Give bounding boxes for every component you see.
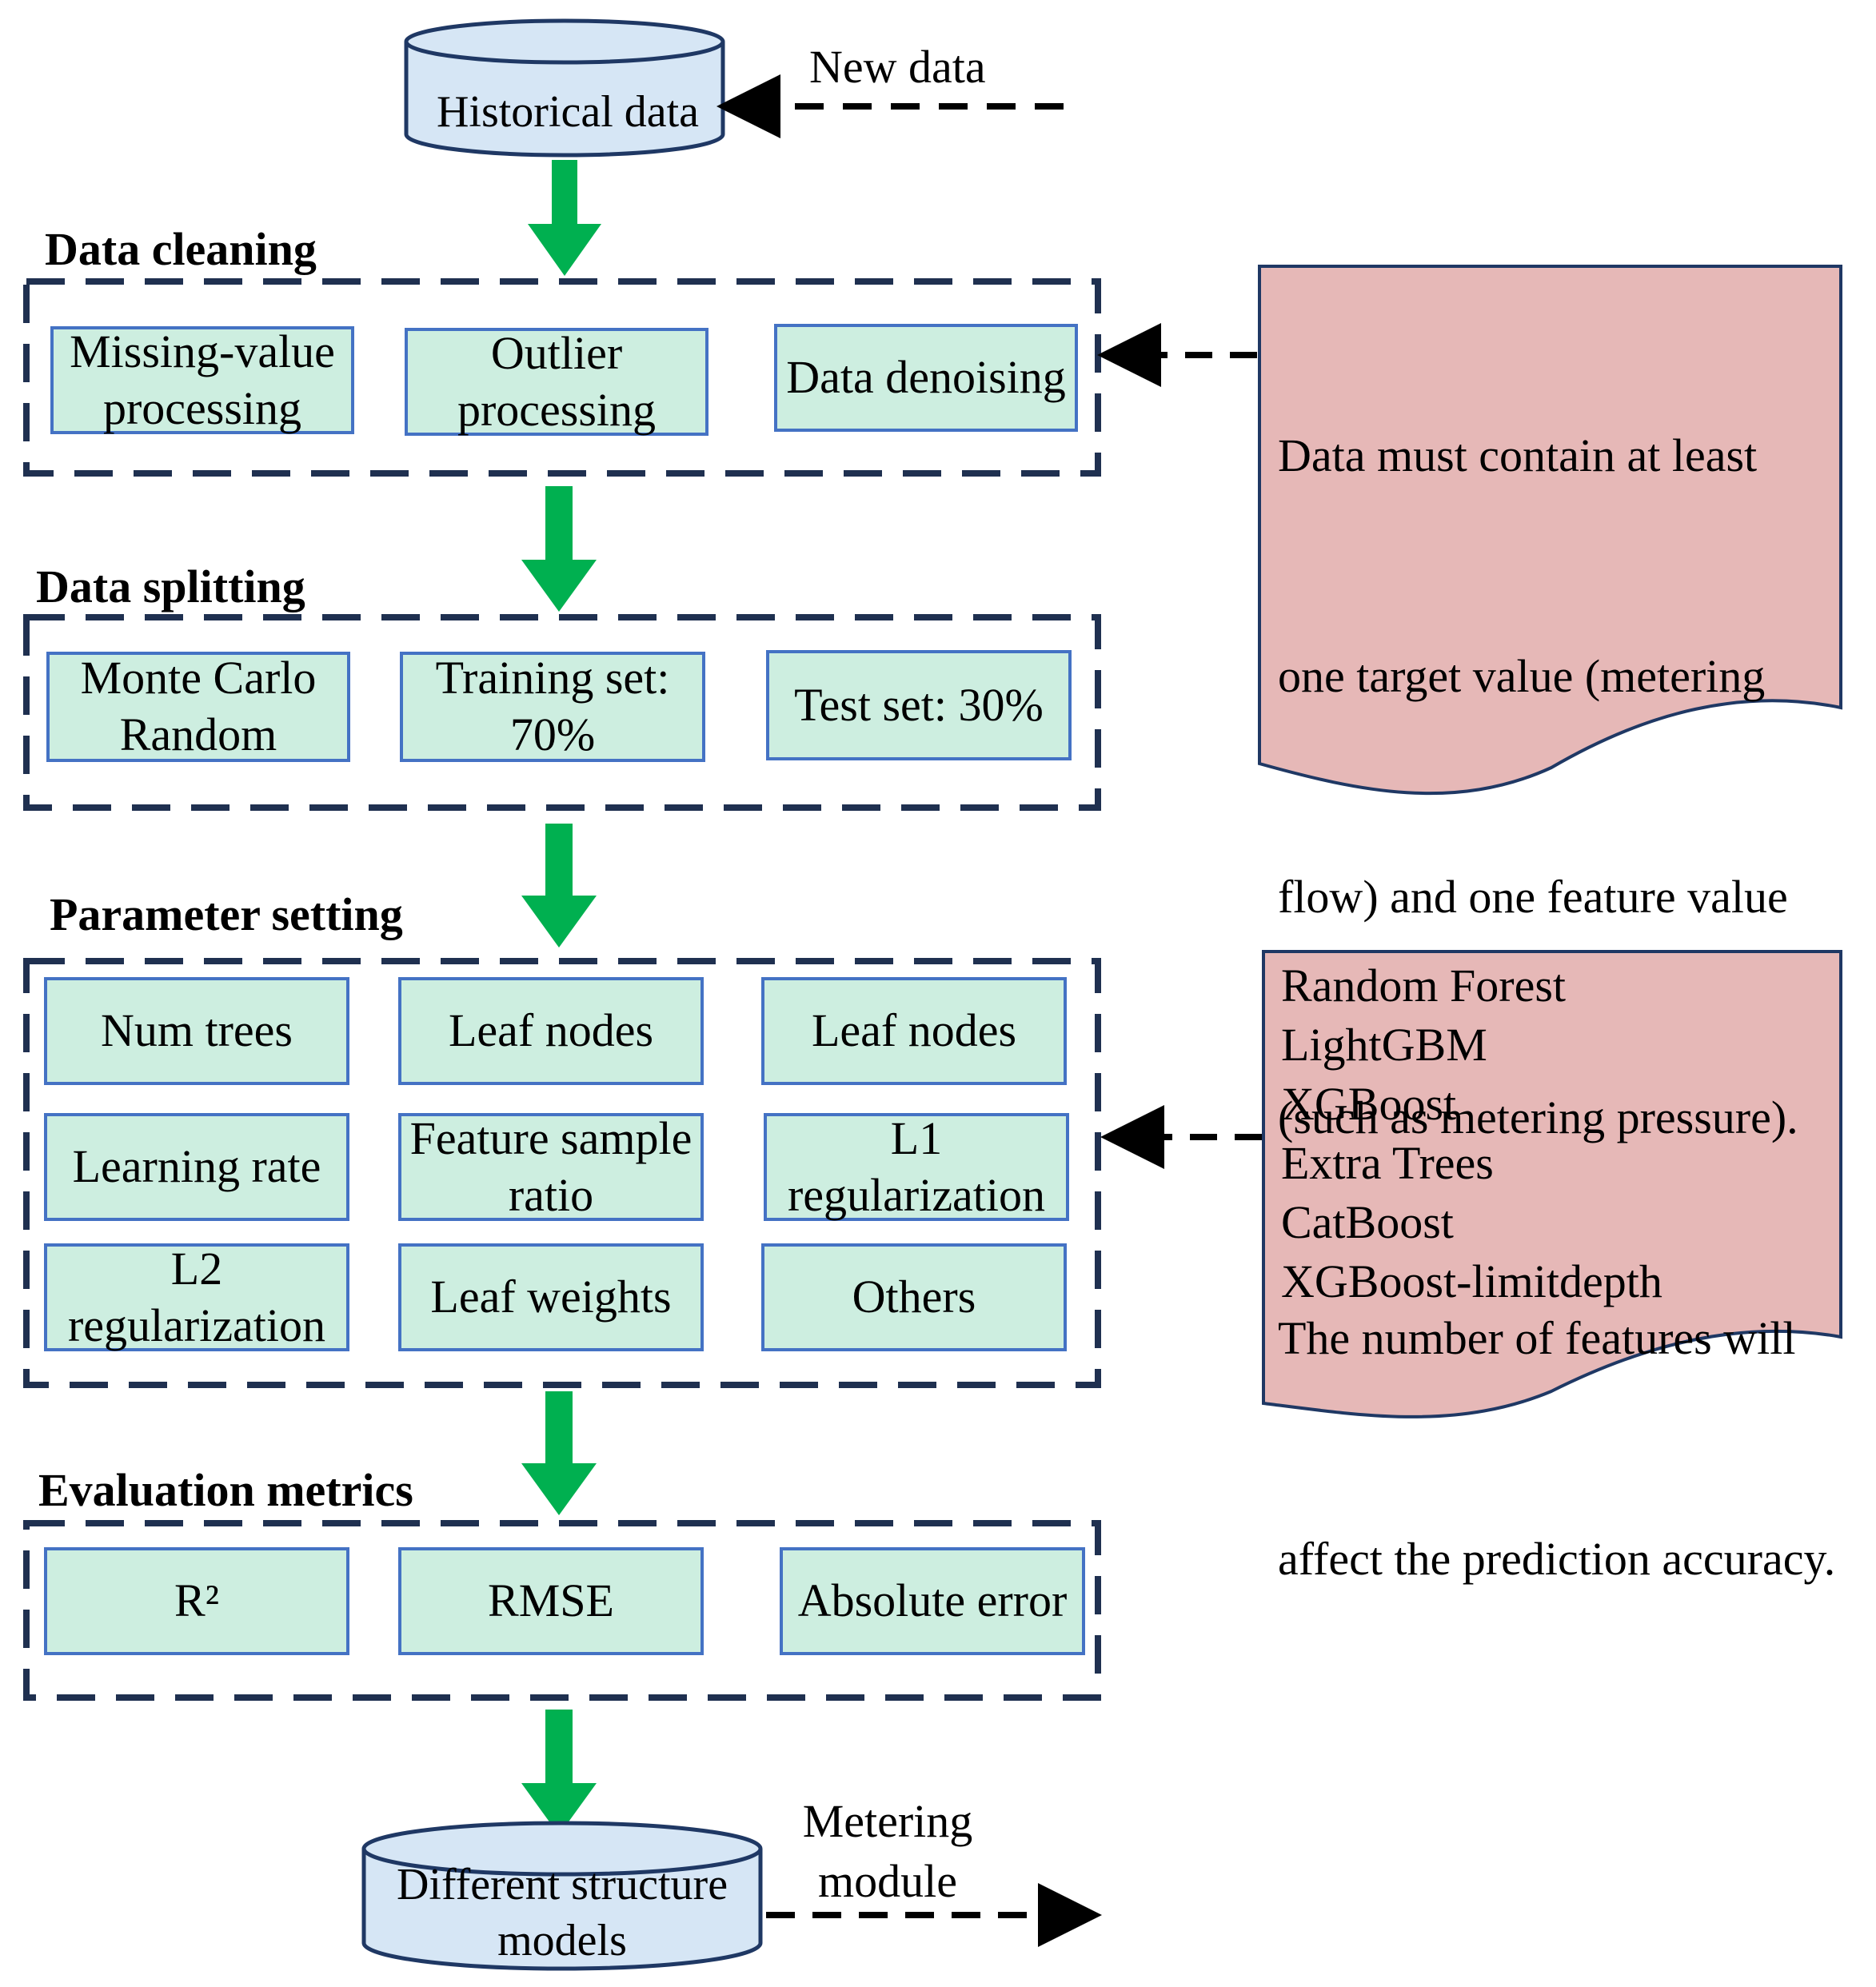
- model-list-note-text: Random Forest LightGBM XGBoost Extra Tre…: [1281, 956, 1662, 1311]
- historical-data-label: Historical data: [436, 87, 700, 137]
- data-cleaning-frame: [23, 278, 1101, 477]
- model-list-item: LightGBM: [1281, 1019, 1487, 1071]
- historical-data-cylinder: [404, 18, 725, 158]
- data-requirement-note-text: Data must contain at least one target va…: [1278, 272, 1835, 1743]
- data-cleaning-title: Data cleaning: [45, 223, 317, 275]
- num-trees-box: Num trees: [44, 977, 349, 1085]
- training-set-box: Training set: 70%: [400, 652, 705, 762]
- new-data-label: New data: [809, 41, 986, 93]
- num-trees-label: Num trees: [101, 1004, 293, 1057]
- parameter-setting-title: Parameter setting: [50, 888, 403, 940]
- leaf-nodes-label-2: Leaf nodes: [811, 1004, 1017, 1057]
- model-list-item: XGBoost-limitdepth: [1281, 1255, 1662, 1307]
- training-set-label: Training set: 70%: [435, 652, 670, 760]
- outlier-processing-label: Outlier processing: [457, 326, 657, 436]
- rmse-label: RMSE: [488, 1574, 614, 1627]
- learning-rate-box: Learning rate: [44, 1113, 349, 1221]
- green-arrow-3: [521, 824, 597, 948]
- leaf-nodes-box-1: Leaf nodes: [398, 977, 704, 1085]
- outlier-processing-box: Outlier processing: [405, 326, 708, 436]
- missing-value-processing-label: Missing-value processing: [70, 325, 335, 434]
- l2-regularization-box: L2 regularization: [44, 1243, 349, 1351]
- absolute-error-box: Absolute error: [780, 1547, 1085, 1655]
- green-arrow-1: [528, 160, 601, 276]
- l1-regularization-box: L1 regularization: [764, 1111, 1069, 1221]
- evaluation-metrics-title: Evaluation metrics: [38, 1464, 413, 1516]
- feature-sample-ratio-box: Feature sample ratio: [398, 1111, 704, 1221]
- model-list-item: Random Forest: [1281, 960, 1567, 1011]
- parameter-setting-frame: [23, 958, 1101, 1388]
- data-denoising-label: Data denoising: [786, 351, 1066, 404]
- evaluation-metrics-frame: [23, 1520, 1101, 1701]
- note-line: (such as metering pressure).: [1278, 1091, 1798, 1143]
- rmse-box: RMSE: [398, 1547, 704, 1655]
- monte-carlo-random-box: Monte Carlo Random: [46, 652, 350, 762]
- note-line: Data must contain at least: [1278, 429, 1758, 481]
- metering-module-label: Metering module: [802, 1795, 973, 1908]
- feature-sample-ratio-label: Feature sample ratio: [409, 1111, 693, 1221]
- data-denoising-box: Data denoising: [774, 324, 1078, 432]
- others-label: Others: [852, 1271, 976, 1323]
- leaf-nodes-label-1: Leaf nodes: [448, 1004, 654, 1057]
- different-structure-models-label: Different structure models: [396, 1860, 728, 1965]
- absolute-error-label: Absolute error: [797, 1574, 1068, 1627]
- note-line: affect the prediction accuracy.: [1278, 1533, 1836, 1585]
- test-set-box: Test set: 30%: [766, 650, 1072, 760]
- note-line: flow) and one feature value: [1278, 871, 1788, 923]
- green-arrow-2: [521, 486, 597, 612]
- model-list-item: XGBoost: [1281, 1078, 1457, 1130]
- model-list-item: CatBoost: [1281, 1196, 1454, 1248]
- others-box: Others: [761, 1243, 1067, 1351]
- models-cylinder: [361, 1821, 763, 1971]
- test-set-label: Test set: 30%: [794, 678, 1044, 731]
- note-line: The number of features will: [1278, 1312, 1796, 1364]
- data-splitting-frame: [23, 614, 1101, 811]
- l1-regularization-label: L1 regularization: [787, 1111, 1046, 1221]
- data-requirement-note-shape: [1258, 265, 1842, 796]
- note-line: one target value (metering: [1278, 650, 1766, 702]
- model-list-item: Extra Trees: [1281, 1137, 1494, 1189]
- leaf-weights-label: Leaf weights: [430, 1271, 672, 1323]
- leaf-weights-box: Leaf weights: [398, 1243, 704, 1351]
- data-splitting-title: Data splitting: [36, 561, 305, 612]
- learning-rate-label: Learning rate: [72, 1140, 321, 1193]
- model-list-note-shape: [1262, 950, 1842, 1418]
- monte-carlo-random-label: Monte Carlo Random: [80, 652, 317, 760]
- l2-regularization-label: L2 regularization: [67, 1242, 326, 1351]
- green-arrow-4: [521, 1391, 597, 1515]
- r2-label: R²: [174, 1574, 220, 1627]
- missing-value-processing-box: Missing-value processing: [50, 325, 354, 434]
- green-arrow-5: [521, 1710, 597, 1835]
- r2-box: R²: [44, 1547, 349, 1655]
- leaf-nodes-box-2: Leaf nodes: [761, 977, 1067, 1085]
